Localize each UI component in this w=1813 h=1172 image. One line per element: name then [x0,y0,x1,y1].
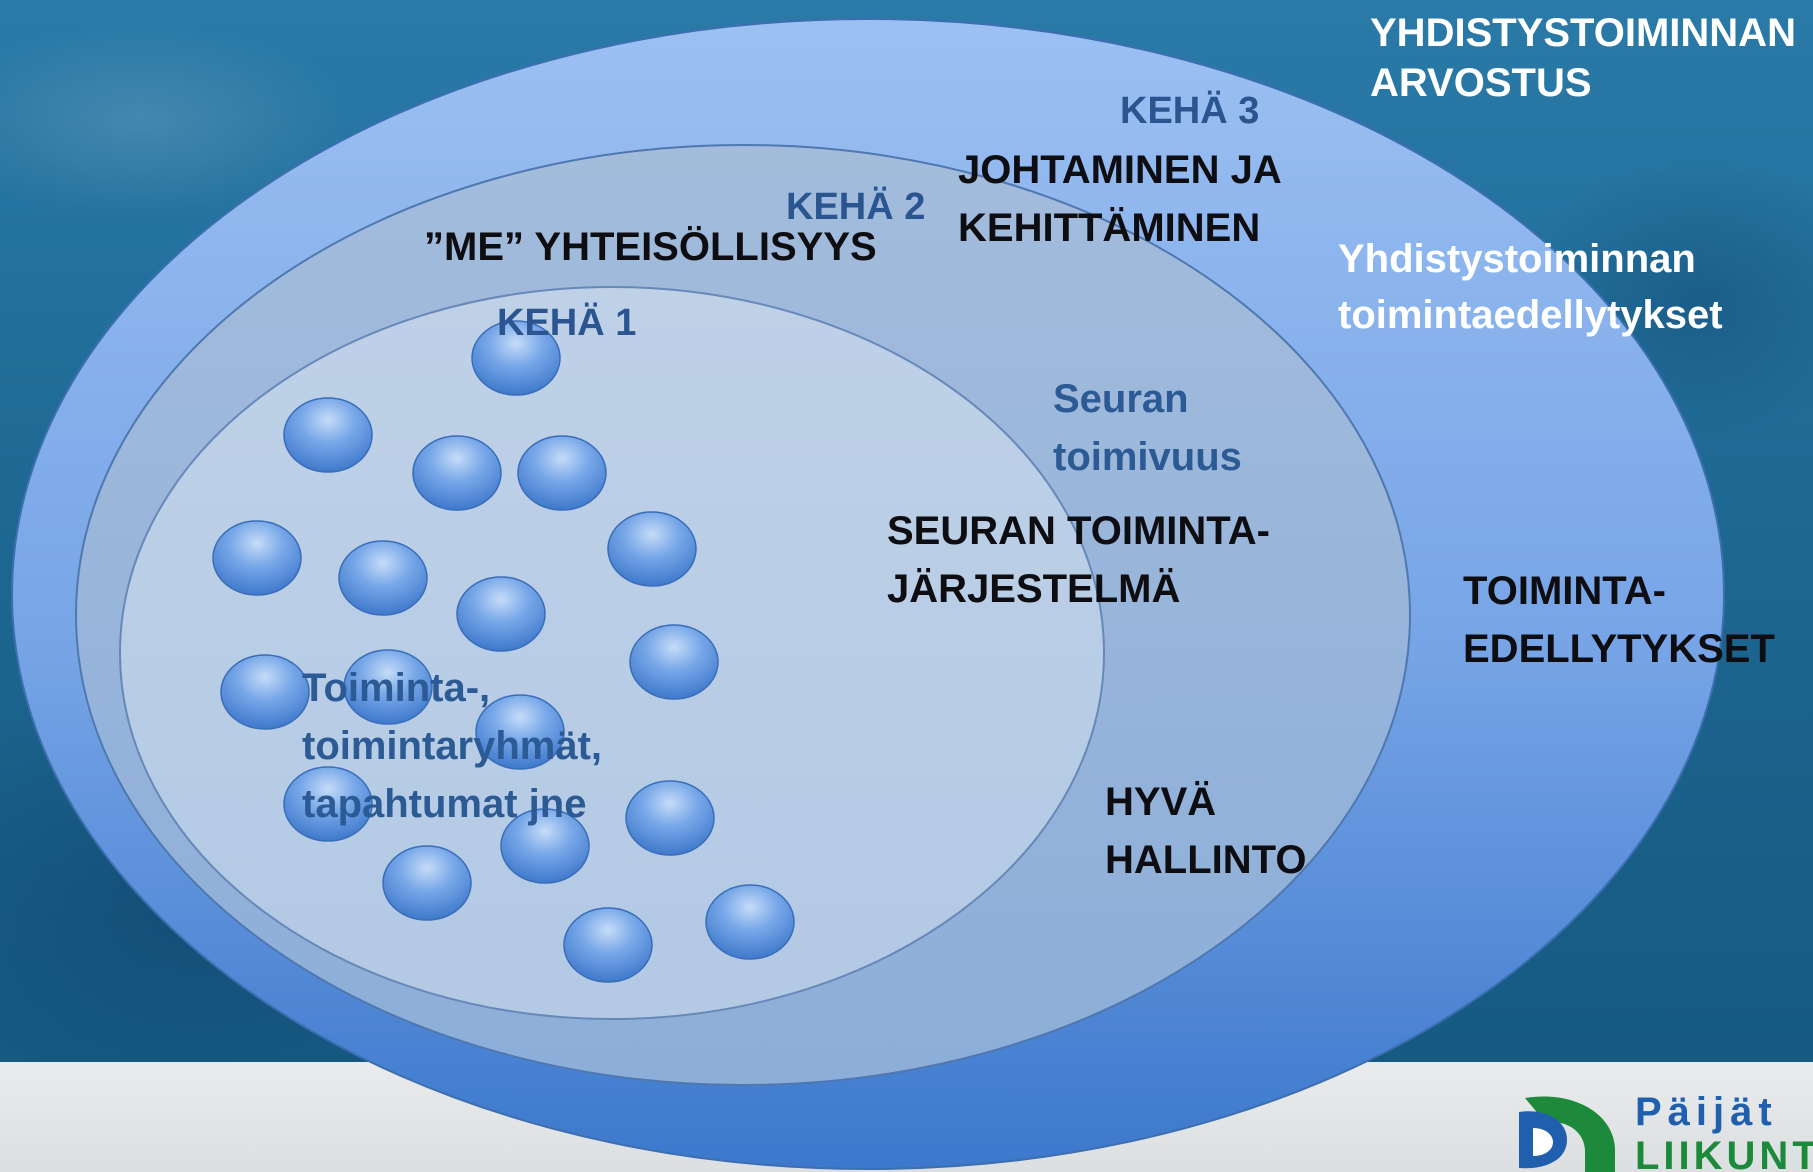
activity-bubble [338,540,428,616]
activity-bubble [563,907,653,983]
yhdistystoiminnan-edellytykset-text: Yhdistystoiminnan toimintaedellytykset [1338,237,1723,337]
activity-bubble [456,576,546,652]
seuran-toimivuus-text: Seuran toimivuus [1053,377,1242,479]
activity-bubble [625,780,715,856]
paijat-liikunta-logo: Päijät LIIKUNTA [1515,1090,1813,1172]
toimintajarjestelma-text: SEURAN TOIMINTA- JÄRJESTELMÄ [887,509,1270,611]
hyva-hallinto-text: HYVÄ HALLINTO [1105,780,1307,882]
ring-1-label: KEHÄ 1 [497,302,637,344]
ring-2-label: KEHÄ 2 [786,186,926,228]
activity-bubbles [212,320,795,983]
activity-bubble [412,435,502,511]
inner-ring [119,286,1105,1020]
activity-bubble [705,884,795,960]
activity-bubble [220,654,310,730]
activity-bubble [343,649,433,725]
logo-line-2: LIIKUNTA [1635,1134,1813,1172]
logo-line-1: Päijät [1635,1090,1778,1134]
toimintaedellytykset-text: TOIMINTA- EDELLYTYKSET [1463,569,1775,671]
activity-bubble [212,520,302,596]
toimintaryhmat-text: Toiminta-, toimintaryhmät, tapahtumat jn… [302,666,603,826]
activity-bubble [382,845,472,921]
johtaminen-text: JOHTAMINEN JA KEHITTÄMINEN [958,148,1282,250]
activity-bubble [629,624,719,700]
activity-bubble [517,435,607,511]
activity-bubble [283,766,373,842]
activity-bubble [475,694,565,770]
diagram-title: YHDISTYSTOIMINNAN ARVOSTUS [1370,11,1796,105]
activity-bubble [500,808,590,884]
activity-bubble [471,320,561,396]
activity-bubble [283,397,373,473]
me-yhteisollisyys-text: ”ME” YHTEISÖLLISYYS [424,225,877,269]
ring-3-label: KEHÄ 3 [1120,90,1260,132]
activity-bubble [607,511,697,587]
logo-mark-icon [1519,1096,1615,1172]
